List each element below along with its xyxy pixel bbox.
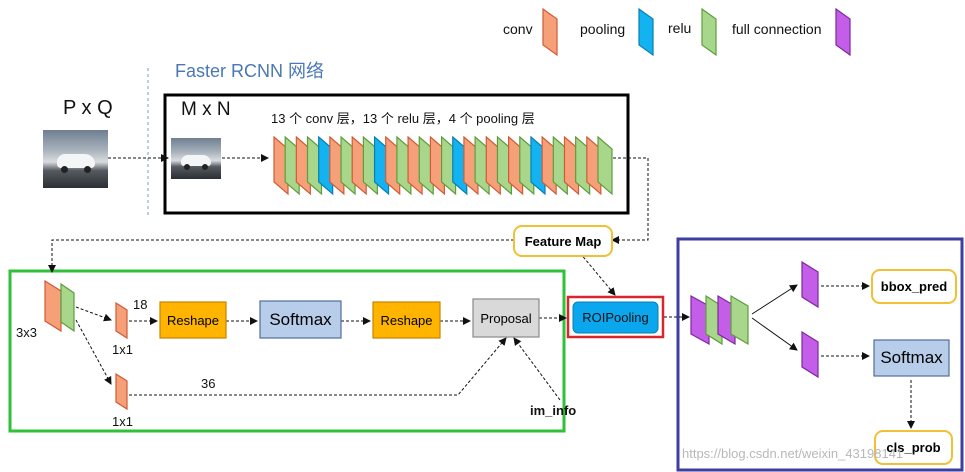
rpn-conv-1x1-top — [115, 301, 128, 340]
head-softmax-box — [873, 339, 950, 377]
backbone-layer-pooling — [318, 135, 334, 196]
im-info-label: im_info — [530, 403, 577, 418]
rpn-box — [8, 269, 566, 433]
backbone-layer-conv — [429, 135, 446, 196]
head-fc-cls — [801, 330, 819, 379]
backbone-layer-relu — [496, 135, 513, 196]
backbone-layer-pooling — [452, 135, 468, 196]
conv-1x1-top-label: 1x1 — [112, 342, 133, 357]
backbone-caption: 13 个 conv 层，13 个 relu 层，4 个 pooling 层 — [271, 111, 535, 126]
reshape1-label: Reshape — [166, 312, 220, 328]
backbone-layer-stack — [273, 135, 613, 196]
legend-pooling-swatch — [638, 7, 654, 57]
proposal-label: Proposal — [480, 310, 532, 326]
legend-fc-label: full connection — [732, 21, 822, 37]
legend-fc-swatch — [835, 7, 851, 57]
backbone-layer-conv — [485, 135, 501, 196]
conv-1x1-bottom-label: 1x1 — [112, 414, 133, 429]
head-split-lines — [751, 284, 798, 351]
legend-conv-swatch — [542, 7, 558, 57]
arrow-featuremap-to-roi — [579, 252, 616, 296]
backbone-layer-pooling — [530, 135, 546, 196]
legend-shapes — [542, 7, 851, 57]
conv-3x3-label: 3x3 — [16, 325, 37, 340]
watermark: https://blog.csdn.net/weixin_43198141 — [682, 446, 904, 461]
backbone-layer-conv — [273, 135, 289, 196]
head-relu-2 — [730, 294, 749, 346]
backbone-layer-relu — [284, 135, 300, 196]
roi-frame — [566, 295, 665, 339]
featuremap-label: Feature Map — [524, 233, 602, 249]
arrow-featuremap-to-rpn — [48, 239, 514, 273]
legend-relu-swatch — [701, 7, 717, 57]
bbox-pred-label: bbox_pred — [880, 279, 948, 294]
backbone-layer-relu — [440, 135, 457, 196]
rpn-relu — [60, 282, 75, 333]
backbone-layer-conv — [541, 135, 557, 196]
backbone-layer-conv — [351, 135, 367, 196]
head-fc-bbox — [801, 260, 819, 309]
clsprob-label: cls_prob — [886, 440, 941, 455]
backbone-layer-relu — [306, 135, 323, 196]
backbone-layer-relu — [597, 135, 613, 196]
arrow-3x3-to-1x1-top — [75, 306, 112, 322]
input-size-label: P x Q — [63, 97, 113, 119]
backbone-layer-relu — [552, 135, 568, 196]
backbone-layer-conv — [586, 135, 602, 196]
reshape1-box — [159, 301, 227, 339]
featuremap-box — [513, 225, 613, 257]
car-shape — [181, 155, 211, 166]
legend-conv-label: conv — [503, 21, 533, 37]
bbox-pred-box — [871, 269, 957, 304]
arrow-3x3-to-1x1-bottom — [75, 319, 112, 385]
arrow-bottom-to-proposal — [129, 337, 507, 396]
legend-pooling-label: pooling — [580, 21, 626, 37]
connectors — [48, 154, 915, 429]
legend-relu-label: relu — [668, 20, 692, 36]
backbone-layer-conv — [385, 135, 401, 196]
backbone-layer-relu — [418, 135, 434, 196]
backbone-layer-conv — [295, 135, 311, 196]
backbone-layer-conv — [463, 135, 479, 196]
head-box — [676, 237, 964, 472]
arrow-iminfo-to-proposal — [513, 337, 561, 401]
softmax-box — [259, 300, 342, 339]
backbone-layer-relu — [519, 135, 535, 196]
channels-18-label: 18 — [133, 297, 148, 312]
backbone-layer-conv — [508, 135, 524, 196]
page-title: Faster RCNN 网络 — [175, 61, 325, 81]
proposal-box — [472, 298, 540, 338]
resized-image — [171, 138, 221, 179]
backbone-layer-conv — [563, 135, 580, 196]
car-shape — [57, 154, 95, 168]
reshape2-label: Reshape — [380, 312, 433, 328]
softmax-label: Softmax — [269, 309, 332, 329]
backbone-layer-pooling — [373, 135, 390, 196]
clsprob-box — [874, 430, 953, 465]
backbone-layer-relu — [575, 135, 591, 196]
rpn-conv-3x3 — [44, 279, 62, 333]
backbone-layer-relu — [474, 135, 490, 196]
roi-label: ROIPooling — [582, 310, 649, 325]
arrow-backbone-to-featuremap — [611, 157, 649, 244]
resized-size-label: M x N — [181, 99, 231, 120]
backbone-layer-conv — [329, 135, 345, 196]
head-fc-1 — [690, 294, 710, 346]
head-softmax-label: Softmax — [880, 348, 943, 367]
input-image — [43, 130, 108, 188]
roi-box — [572, 301, 659, 334]
rpn-conv-1x1-bottom — [115, 372, 128, 411]
backbone-layer-relu — [362, 135, 378, 196]
channels-36-label: 36 — [201, 376, 216, 391]
backbone-layer-relu — [340, 135, 356, 196]
backbone-layer-relu — [396, 135, 412, 196]
backbone-layer-conv — [407, 135, 423, 196]
reshape2-box — [372, 301, 441, 339]
